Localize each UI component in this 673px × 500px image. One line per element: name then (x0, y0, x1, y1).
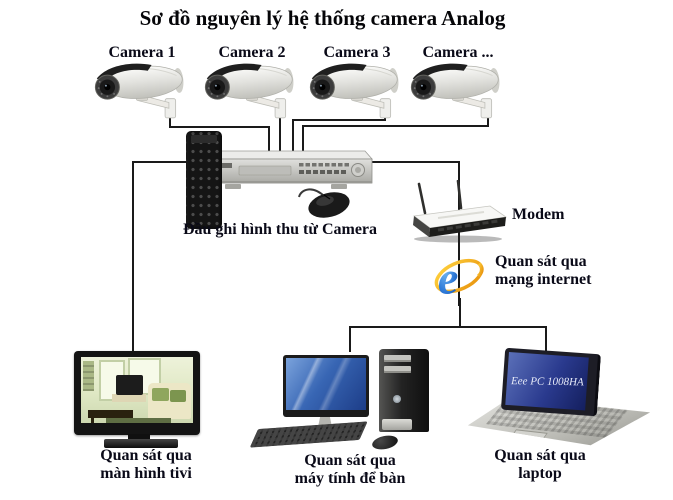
desktop-label: Quan sát qua máy tính để bàn (270, 452, 430, 489)
tower-drive-bay-2 (384, 366, 411, 373)
monitor-stand-neck (318, 417, 332, 427)
tower-foot (382, 419, 412, 430)
cable-camera1-in (268, 126, 270, 152)
cable-camera2-in (279, 112, 281, 154)
laptop-screen: Eee PC 1008HA (505, 351, 589, 411)
desktop-label-line1: Quan sát qua (304, 452, 396, 469)
diagram-title: Sơ đồ nguyên lý hệ thống camera Analog (139, 6, 506, 30)
tv-scene-table (87, 409, 133, 423)
cable-viewer-bus (349, 326, 547, 328)
tv-stand-neck (128, 434, 150, 441)
tv-scene-shelf (83, 360, 95, 392)
dvr-mouse-icon (298, 188, 350, 218)
tv-icon (74, 351, 200, 435)
internet-explorer-icon: e (434, 252, 484, 302)
svg-text:e: e (438, 252, 458, 302)
keyboard-icon (249, 421, 368, 448)
laptop-screen-text: Eee PC 1008HA (510, 374, 584, 388)
tv-scene-tv (115, 375, 143, 396)
cable-camera3-run (292, 119, 386, 121)
laptop-label-line2: laptop (518, 465, 562, 483)
tv-label: Quan sát qua màn hình tivi (76, 447, 216, 484)
cable-modem-internet (458, 161, 460, 306)
desktop-tower-icon (379, 349, 429, 432)
cable-camera4-drop (487, 112, 489, 127)
camera-4-label: Camera ... (422, 44, 494, 61)
tv-stand-base (104, 439, 178, 448)
camera-2-label: Camera 2 (218, 44, 286, 61)
tv-scene-rug (105, 418, 171, 423)
camera-4-icon (410, 62, 501, 119)
desktop-label-line2: máy tính để bàn (294, 470, 406, 488)
laptop-label-line1: Quan sát qua (494, 447, 586, 464)
internet-label: Quan sát qua mạng internet (495, 253, 605, 290)
camera-1-label: Camera 1 (108, 44, 176, 61)
tower-logo (393, 395, 401, 403)
camera-3-icon (309, 62, 400, 119)
cable-dvr-to-tv-drop (132, 161, 134, 354)
cable-to-desktop (349, 326, 351, 352)
laptop-icon: Eee PC 1008HA (500, 347, 602, 417)
tv-scene-sofa (148, 383, 191, 420)
cable-internet-drop (459, 298, 461, 328)
cable-camera1-run (169, 126, 270, 128)
cable-camera4-run (302, 125, 489, 127)
modem-label: Modem (512, 206, 565, 223)
internet-label-line1: Quan sát qua (495, 253, 587, 270)
desktop-monitor-screen (286, 358, 366, 410)
modem-icon (412, 180, 508, 243)
cable-dvr-to-modem-run (366, 161, 460, 163)
camera-1-icon (94, 62, 185, 119)
cable-camera1-drop (169, 112, 171, 128)
camera-2-icon (204, 62, 295, 119)
remote-control-icon (186, 131, 222, 229)
tv-scene-cabinet (112, 393, 146, 402)
tv-label-line2: màn hình tivi (100, 465, 192, 483)
dvr-label: Đầu ghi hình thu từ Camera (182, 221, 378, 238)
desktop-monitor-icon (283, 355, 369, 417)
dvr-icon (207, 150, 373, 189)
cable-to-laptop (545, 326, 547, 354)
camera-3-label: Camera 3 (323, 44, 391, 61)
internet-label-line2: mạng internet (495, 271, 592, 289)
desktop-mouse-icon (370, 433, 400, 452)
cable-dvr-to-tv-run (132, 161, 192, 163)
laptop-touchpad (507, 429, 548, 445)
laptop-label: Quan sát qua laptop (465, 447, 615, 484)
tower-drive-bay-1 (384, 355, 411, 362)
tv-screen (81, 357, 193, 423)
cable-camera4-in (302, 125, 304, 153)
tv-label-line1: Quan sát qua (100, 447, 192, 464)
cable-camera3-in (292, 119, 294, 153)
